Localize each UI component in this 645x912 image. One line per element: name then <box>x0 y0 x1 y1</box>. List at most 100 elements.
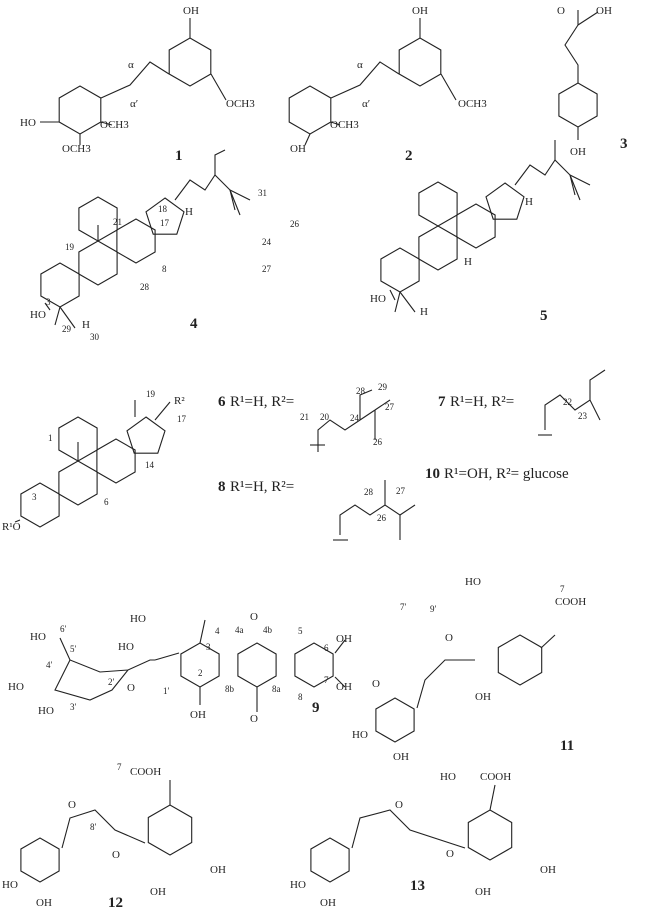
bond <box>210 73 227 101</box>
bond <box>399 504 416 516</box>
label-o: O <box>250 611 258 623</box>
compound-12: COOH OH OH O O HO OH 12 7 8′ <box>2 762 226 911</box>
compound-8: 8 R¹=H, R²= 28 27 26 <box>218 479 406 523</box>
ring-e <box>145 197 185 235</box>
locant: 6 <box>324 643 329 653</box>
label-ho: HO <box>30 309 46 321</box>
locant: 6 <box>104 497 109 507</box>
compound-6-steroid: R¹O R² 19 17 1 3 6 14 <box>2 389 187 533</box>
locant: 6′ <box>60 624 67 634</box>
ring-e <box>485 182 525 220</box>
locant: 26 <box>377 513 387 523</box>
label-oh: OH <box>412 5 428 17</box>
glucosyl-ring <box>59 637 155 673</box>
label-och3: OCH3 <box>330 119 359 131</box>
bond <box>54 306 61 326</box>
label-oh: OH <box>290 143 306 155</box>
locant: 3 <box>206 642 211 652</box>
locant: 9′ <box>430 604 437 614</box>
label-oh: OH <box>393 751 409 763</box>
label-o-ester: O <box>395 799 403 811</box>
aromatic-ring <box>398 37 442 87</box>
locant: 24 <box>350 413 360 423</box>
bond <box>330 121 341 126</box>
locant: 1 <box>48 433 53 443</box>
locant: 17 <box>160 218 170 228</box>
ring-d-partial <box>96 438 136 484</box>
locant: 22 <box>563 397 572 407</box>
label-oh: OH <box>183 5 199 17</box>
compound-number: 10 <box>425 466 440 482</box>
locant: 3 <box>46 297 51 307</box>
locant: 5 <box>298 626 303 636</box>
locant: 8 <box>162 264 167 274</box>
bond <box>317 409 376 452</box>
substituent-formula: R¹=H, R²= <box>230 394 294 410</box>
compound-number: 11 <box>560 738 574 754</box>
label-oh: OH <box>336 681 352 693</box>
label-o: O <box>445 632 453 644</box>
locant: 30 <box>90 332 100 342</box>
aromatic-ring <box>20 837 60 883</box>
locant: 31 <box>258 188 267 198</box>
compound-number: 13 <box>410 878 425 894</box>
cinnamoyl-chain <box>351 809 466 849</box>
label-oh: OH <box>596 5 612 17</box>
locant: 26 <box>290 219 300 229</box>
locant: 20 <box>320 412 330 422</box>
label-r2: R² <box>174 395 185 407</box>
locant: 27 <box>385 402 395 412</box>
label-ho: HO <box>352 729 368 741</box>
label-alpha: α <box>357 59 363 71</box>
compound-13: COOH HO OH OH O O HO OH 13 <box>290 771 556 909</box>
label-ho: HO <box>290 879 306 891</box>
bond <box>359 389 373 420</box>
compound-number: 4 <box>190 316 198 332</box>
label-ho: HO <box>440 771 456 783</box>
label-och3: OCH3 <box>100 119 129 131</box>
locant: 8′ <box>90 822 97 832</box>
bond <box>569 174 581 201</box>
label-ho: HO <box>20 117 36 129</box>
bond <box>334 676 346 688</box>
label-ho: HO <box>118 641 134 653</box>
bond <box>399 291 416 313</box>
locant: 8a <box>272 684 281 694</box>
bond <box>540 634 556 649</box>
locant: 17 <box>177 414 187 424</box>
compound-number: 3 <box>620 136 628 152</box>
label-oh: OH <box>570 146 586 158</box>
label-ho: HO <box>8 681 24 693</box>
locant: 24 <box>262 237 272 247</box>
locant: 8 <box>298 692 303 702</box>
compound-number: 12 <box>108 895 123 911</box>
label-ho: HO <box>30 631 46 643</box>
ring-d-partial <box>456 203 496 249</box>
cyclohexene-ring <box>147 804 193 856</box>
compound-number: 9 <box>312 700 320 716</box>
locant: 8b <box>225 684 235 694</box>
label-h: H <box>185 206 193 218</box>
substituent-formula: R¹=OH, R²= glucose <box>444 466 569 482</box>
label-oh: OH <box>150 886 166 898</box>
aromatic-ring <box>168 37 212 87</box>
compound-11: COOH HO OH O O HO OH 11 7′ 9′ 7 <box>352 576 586 763</box>
label-h: H <box>82 319 90 331</box>
locant: 3 <box>32 492 37 502</box>
label-h: H <box>420 306 428 318</box>
label-r1o: R¹O <box>2 521 21 533</box>
compound-9: HO HO HO HO O HO O OH OH OH O 9 4 3 4a 4… <box>8 611 352 725</box>
bond <box>577 11 599 26</box>
bond <box>589 369 606 400</box>
label-oh: OH <box>190 709 206 721</box>
compound-number: 5 <box>540 308 548 324</box>
compound-number: 1 <box>175 148 183 164</box>
label-oh: OH <box>320 897 336 909</box>
locant: 23 <box>578 411 588 421</box>
locant: 21 <box>300 412 309 422</box>
label-o: O <box>250 713 258 725</box>
label-oh: OH <box>475 691 491 703</box>
